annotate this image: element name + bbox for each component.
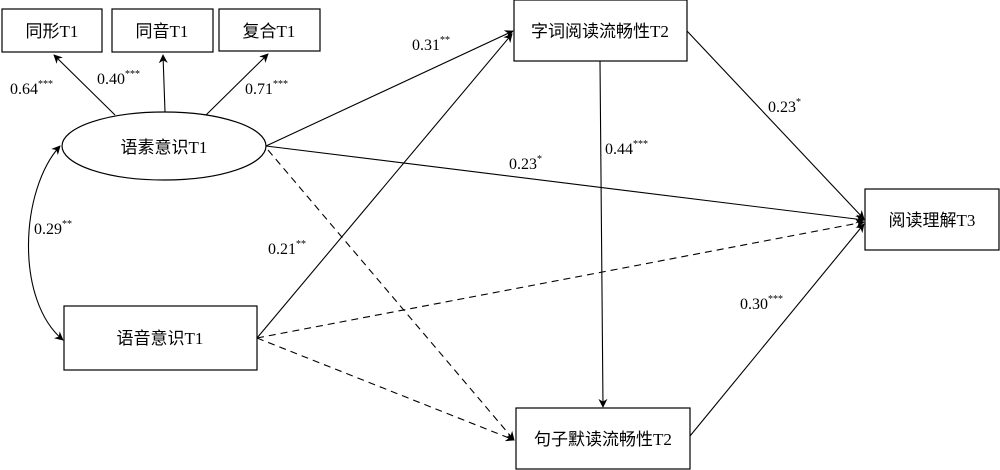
path-morpheme-sentence [267,149,515,441]
node-word-fluency: 字词阅读流畅性T2 [513,0,688,62]
node-tongxing: 同形T1 [1,8,103,53]
path-morpheme-tongxing [53,54,116,116]
coef-m-tongyin: 0.40*** [97,69,140,88]
path-morpheme-tongyin [158,54,168,113]
node-fuhe: 复合T1 [218,8,321,52]
coef-word-sentence: 0.44*** [605,139,648,158]
svg-text:字词阅读流畅性T2: 字词阅读流畅性T2 [531,22,669,41]
svg-text:阅读理解T3: 阅读理解T3 [889,211,976,230]
path-morpheme-fuhe [205,53,269,116]
svg-text:语音意识T1: 语音意识T1 [117,329,204,348]
node-reading-comprehension: 阅读理解T3 [864,188,1000,251]
svg-text:语素意识T1: 语素意识T1 [121,138,208,157]
node-sentence-fluency: 句子默读流畅性T2 [515,407,691,470]
coef-sentence-comp: 0.30*** [740,294,783,313]
svg-text:同音T1: 同音T1 [136,22,189,41]
path-word-sentence [598,60,608,408]
path-morpheme-word [265,30,514,147]
node-morpheme-awareness: 语素意识T1 [61,111,267,181]
path-morpheme-comp [265,145,865,224]
svg-text:句子默读流畅性T2: 句子默读流畅性T2 [534,430,672,449]
coef-m-word: 0.31** [412,35,450,54]
svg-text:同形T1: 同形T1 [26,22,79,41]
path-word-comp [686,30,865,220]
coef-m-comp: 0.23* [509,154,542,173]
coef-p-word: 0.21** [268,239,306,258]
coef-correlation: 0.29** [34,219,72,238]
coef-m-fuhe: 0.71*** [245,79,288,98]
path-phonology-comp [256,219,865,339]
path-phonology-word [256,33,513,339]
path-sentence-comp [689,223,865,437]
svg-text:复合T1: 复合T1 [243,22,296,41]
node-tongyin: 同音T1 [111,8,214,53]
coef-word-comp: 0.23* [768,97,801,116]
node-phonological-awareness: 语音意识T1 [63,305,258,371]
correlation-arc [27,145,64,341]
coef-m-tongxing: 0.64*** [10,79,53,98]
path-phonology-sentence [256,337,515,442]
